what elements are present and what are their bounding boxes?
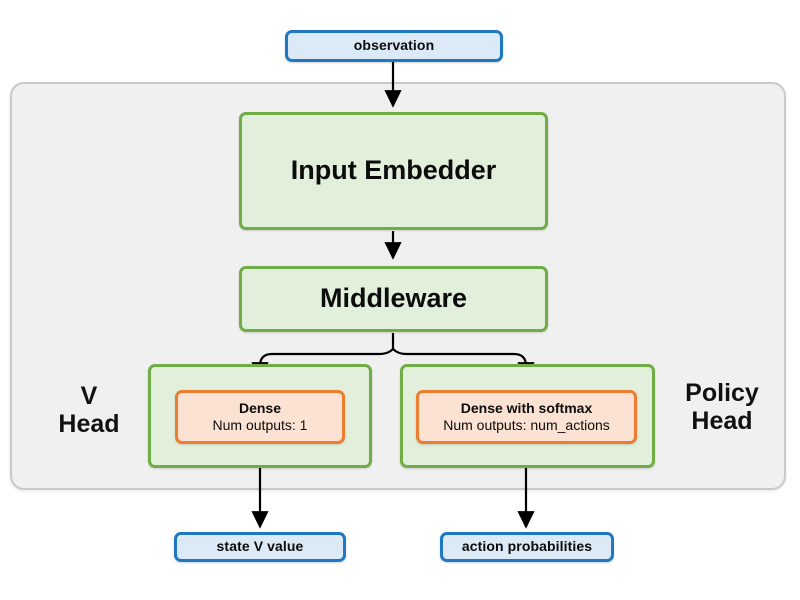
- node-policy-head-dense[interactable]: Dense with softmax Num outputs: num_acti…: [416, 390, 637, 444]
- node-action-probabilities-label: action probabilities: [461, 538, 593, 555]
- label-v-head: V Head: [58, 382, 120, 438]
- node-state-v-value-label: state V value: [216, 538, 304, 555]
- node-v-head-dense-title: Dense: [238, 399, 282, 416]
- node-v-head-dense[interactable]: Dense Num outputs: 1: [175, 390, 345, 444]
- node-input-embedder[interactable]: Input Embedder: [239, 112, 548, 230]
- node-state-v-value[interactable]: state V value: [174, 532, 346, 562]
- node-policy-head-dense-subtitle: Num outputs: num_actions: [443, 417, 610, 433]
- node-middleware[interactable]: Middleware: [239, 266, 548, 332]
- node-policy-head-dense-title: Dense with softmax: [460, 399, 593, 416]
- node-middleware-label: Middleware: [319, 283, 468, 314]
- node-v-head-dense-subtitle: Num outputs: 1: [212, 417, 308, 433]
- node-observation[interactable]: observation: [285, 30, 503, 62]
- label-policy-head: Policy Head: [685, 379, 759, 435]
- node-action-probabilities[interactable]: action probabilities: [440, 532, 614, 562]
- node-observation-label: observation: [353, 37, 435, 54]
- node-input-embedder-label: Input Embedder: [290, 155, 497, 186]
